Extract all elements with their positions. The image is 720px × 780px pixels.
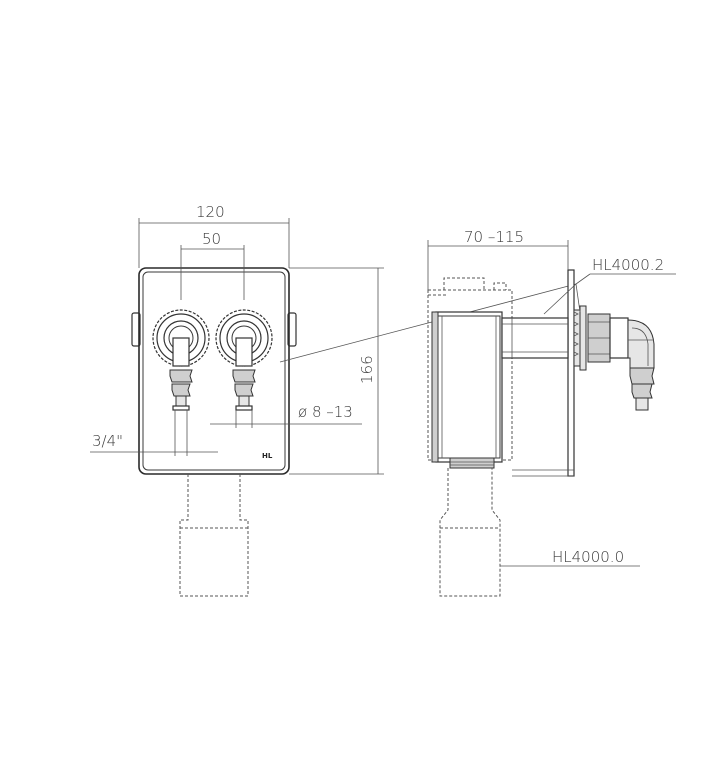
dim-thread-text: 3/4" <box>92 432 123 450</box>
side-box-flange <box>431 311 439 463</box>
dim-thread: 3/4" <box>90 410 218 456</box>
label-drain-text: HL4000.0 <box>552 548 624 566</box>
side-connecting-tube <box>501 317 569 359</box>
housing-plate <box>138 267 290 475</box>
right-lug <box>287 312 297 347</box>
dim-width: 120 <box>138 203 290 268</box>
dim-spacing-text: 50 <box>202 230 221 248</box>
right-valve <box>215 309 273 411</box>
left-lug <box>131 312 141 347</box>
dim-depth-text: 70 –115 <box>464 228 524 246</box>
dim-hose: ø 8 –13 <box>210 403 362 428</box>
housing-plate-inner <box>142 271 286 471</box>
dim-spacing: 50 <box>180 230 245 300</box>
brand-logo: HL <box>262 452 273 460</box>
left-valve <box>152 309 210 411</box>
front-drain-pipe <box>179 474 249 597</box>
label-product: HL4000.2 <box>543 256 676 315</box>
dim-depth: 70 –115 <box>427 228 569 290</box>
label-product-text: HL4000.2 <box>592 256 664 274</box>
dim-hose-text: ø 8 –13 <box>298 403 353 421</box>
side-hose-barb <box>629 367 655 411</box>
side-view: 70 –115 HL4000.2 HL4000.0 <box>427 228 676 597</box>
side-valve-nut <box>573 305 629 371</box>
dim-height: 166 <box>289 267 384 475</box>
front-view: HL 120 50 166 <box>90 203 577 597</box>
side-drain-spigot <box>449 457 495 469</box>
side-install-box <box>427 277 513 461</box>
side-box-body <box>435 311 503 463</box>
side-drain-pipe <box>439 468 501 597</box>
label-drain: HL4000.0 <box>500 548 640 567</box>
dim-height-text: 166 <box>358 355 376 384</box>
dim-width-text: 120 <box>196 203 225 221</box>
side-front-plate <box>567 269 575 477</box>
side-elbow <box>627 319 655 369</box>
